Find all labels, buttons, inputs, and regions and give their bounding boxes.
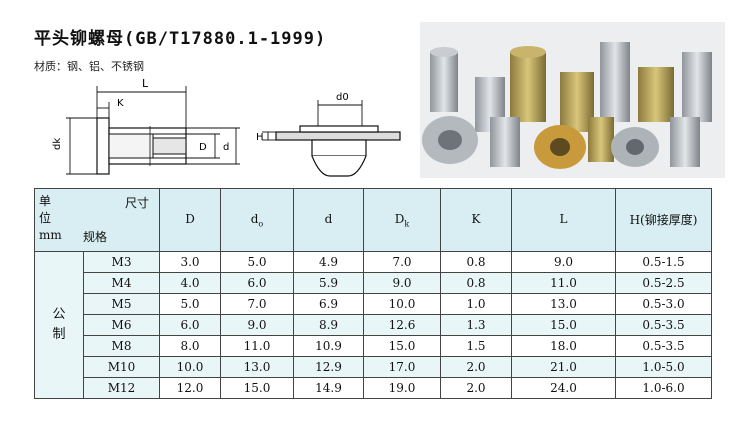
value-cell: 0.5-1.5 (615, 251, 712, 273)
unit-mm: mm (39, 228, 62, 242)
value-cell: 7.0 (363, 251, 441, 273)
table-header-row: 单 位 mm 尺寸 规格 D do d Dk K L H(铆接厚度) (34, 188, 712, 252)
material-note: 材质：钢、铝、不锈钢 (34, 60, 144, 73)
value-cell: 15.0 (220, 377, 294, 399)
metric-group-char: 制 (52, 327, 66, 342)
value-cell: 3.0 (159, 251, 221, 273)
value-cell: 1.0-6.0 (615, 377, 712, 399)
installed-view (275, 125, 401, 177)
spec-name-cell: M6 (83, 314, 160, 336)
value-cell: 0.5-2.5 (615, 272, 712, 294)
value-cell: 13.0 (511, 293, 616, 315)
value-cell: 14.9 (293, 377, 364, 399)
value-cell: 6.0 (220, 272, 294, 294)
value-cell: 1.5 (440, 335, 512, 357)
label-K: K (117, 98, 124, 109)
col-header-d: d (293, 188, 364, 252)
value-cell: 8.9 (293, 314, 364, 336)
value-cell: 12.6 (363, 314, 441, 336)
value-cell: 5.0 (220, 251, 294, 273)
col-header-D: D (159, 188, 221, 252)
label-L: L (142, 77, 149, 90)
value-cell: 15.0 (363, 335, 441, 357)
value-cell: 0.5-3.5 (615, 335, 712, 357)
value-cell: 10.9 (293, 335, 364, 357)
value-cell: 12.9 (293, 356, 364, 378)
value-cell: 15.0 (511, 314, 616, 336)
label-dk: dk (52, 138, 63, 150)
rivet-nut-diagram: L K dk D d d0 H (52, 77, 401, 177)
value-cell: 1.0 (440, 293, 512, 315)
value-cell: 6.0 (159, 314, 221, 336)
spec-name-cell: M12 (83, 377, 160, 399)
value-cell: 8.0 (159, 335, 221, 357)
value-cell: 7.0 (220, 293, 294, 315)
value-cell: 21.0 (511, 356, 616, 378)
page-title: 平头铆螺母(GB/T17880.1-1999) (34, 29, 327, 49)
value-cell: 4.9 (293, 251, 364, 273)
side-view (96, 117, 187, 175)
spec-label: 规格 (83, 230, 108, 244)
value-cell: 6.9 (293, 293, 364, 315)
value-cell: 19.0 (363, 377, 441, 399)
label-d: d (223, 142, 229, 153)
metric-group-char: 公 (52, 307, 66, 322)
value-cell: 9.0 (220, 314, 294, 336)
value-cell: 1.0-5.0 (615, 356, 712, 378)
col-header-K: K (440, 188, 512, 252)
spec-name-cell: M10 (83, 356, 160, 378)
value-cell: 10.0 (363, 293, 441, 315)
label-D: D (199, 142, 207, 153)
value-cell: 13.0 (220, 356, 294, 378)
col-header-d0: do (220, 188, 294, 252)
spec-name-cell: M5 (83, 293, 160, 315)
value-cell: 2.0 (440, 377, 512, 399)
value-cell: 10.0 (159, 356, 221, 378)
value-cell: 5.0 (159, 293, 221, 315)
table-corner-cell: 单 位 mm 尺寸 规格 (34, 188, 160, 252)
value-cell: 9.0 (511, 251, 616, 273)
value-cell: 5.9 (293, 272, 364, 294)
spec-name-cell: M4 (83, 272, 160, 294)
value-cell: 24.0 (511, 377, 616, 399)
size-label: 尺寸 (124, 196, 149, 210)
value-cell: 18.0 (511, 335, 616, 357)
value-cell: 0.8 (440, 272, 512, 294)
value-cell: 11.0 (220, 335, 294, 357)
dimension-lines (66, 86, 240, 175)
label-H: H (256, 132, 264, 143)
value-cell: 0.5-3.5 (615, 314, 712, 336)
value-cell: 0.5-3.0 (615, 293, 712, 315)
label-d0: d0 (336, 92, 349, 103)
product-photo (420, 22, 725, 178)
value-cell: 17.0 (363, 356, 441, 378)
spec-name-cell: M3 (83, 251, 160, 273)
col-header-L: L (511, 188, 616, 252)
value-cell: 0.8 (440, 251, 512, 273)
value-cell: 1.3 (440, 314, 512, 336)
value-cell: 9.0 (363, 272, 441, 294)
col-header-dk: Dk (363, 188, 441, 252)
unit-char-2: 位 (39, 211, 52, 225)
spec-name-cell: M8 (83, 335, 160, 357)
value-cell: 12.0 (159, 377, 221, 399)
value-cell: 11.0 (511, 272, 616, 294)
col-header-H: H(铆接厚度) (615, 188, 712, 252)
value-cell: 4.0 (159, 272, 221, 294)
value-cell: 2.0 (440, 356, 512, 378)
unit-char-1: 单 (39, 194, 52, 208)
metric-group-cell: 公制 (34, 251, 84, 399)
